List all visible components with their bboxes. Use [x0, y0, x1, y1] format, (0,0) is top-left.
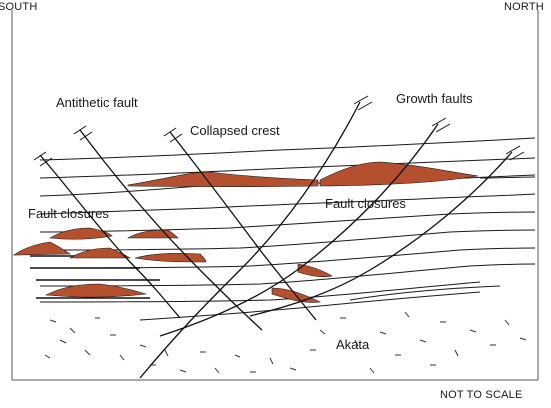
left-closure-3 — [14, 242, 70, 255]
not-to-scale-label: NOT TO SCALE — [440, 390, 522, 401]
fault-lines — [40, 102, 512, 378]
antithetic-fault-label: Antithetic fault — [56, 96, 138, 109]
diagram-frame — [12, 10, 538, 380]
left-closure-5 — [135, 253, 206, 262]
growth-fault-2 — [160, 124, 438, 336]
akata-shale-pattern — [45, 312, 526, 373]
left-closure-2 — [128, 230, 178, 238]
growth-fault-1 — [140, 102, 360, 378]
left-closure-1 — [50, 228, 112, 239]
north-label: NORTH — [504, 2, 544, 13]
fault-closures-left-label: Fault closures — [28, 207, 109, 220]
fault-closures-right-label: Fault closures — [325, 197, 406, 210]
collapsed-crest-label: Collapsed crest — [190, 124, 280, 137]
south-label: SOUTH — [0, 2, 38, 13]
akata-label: Akata — [336, 338, 369, 351]
growth-faults-label: Growth faults — [396, 92, 473, 105]
